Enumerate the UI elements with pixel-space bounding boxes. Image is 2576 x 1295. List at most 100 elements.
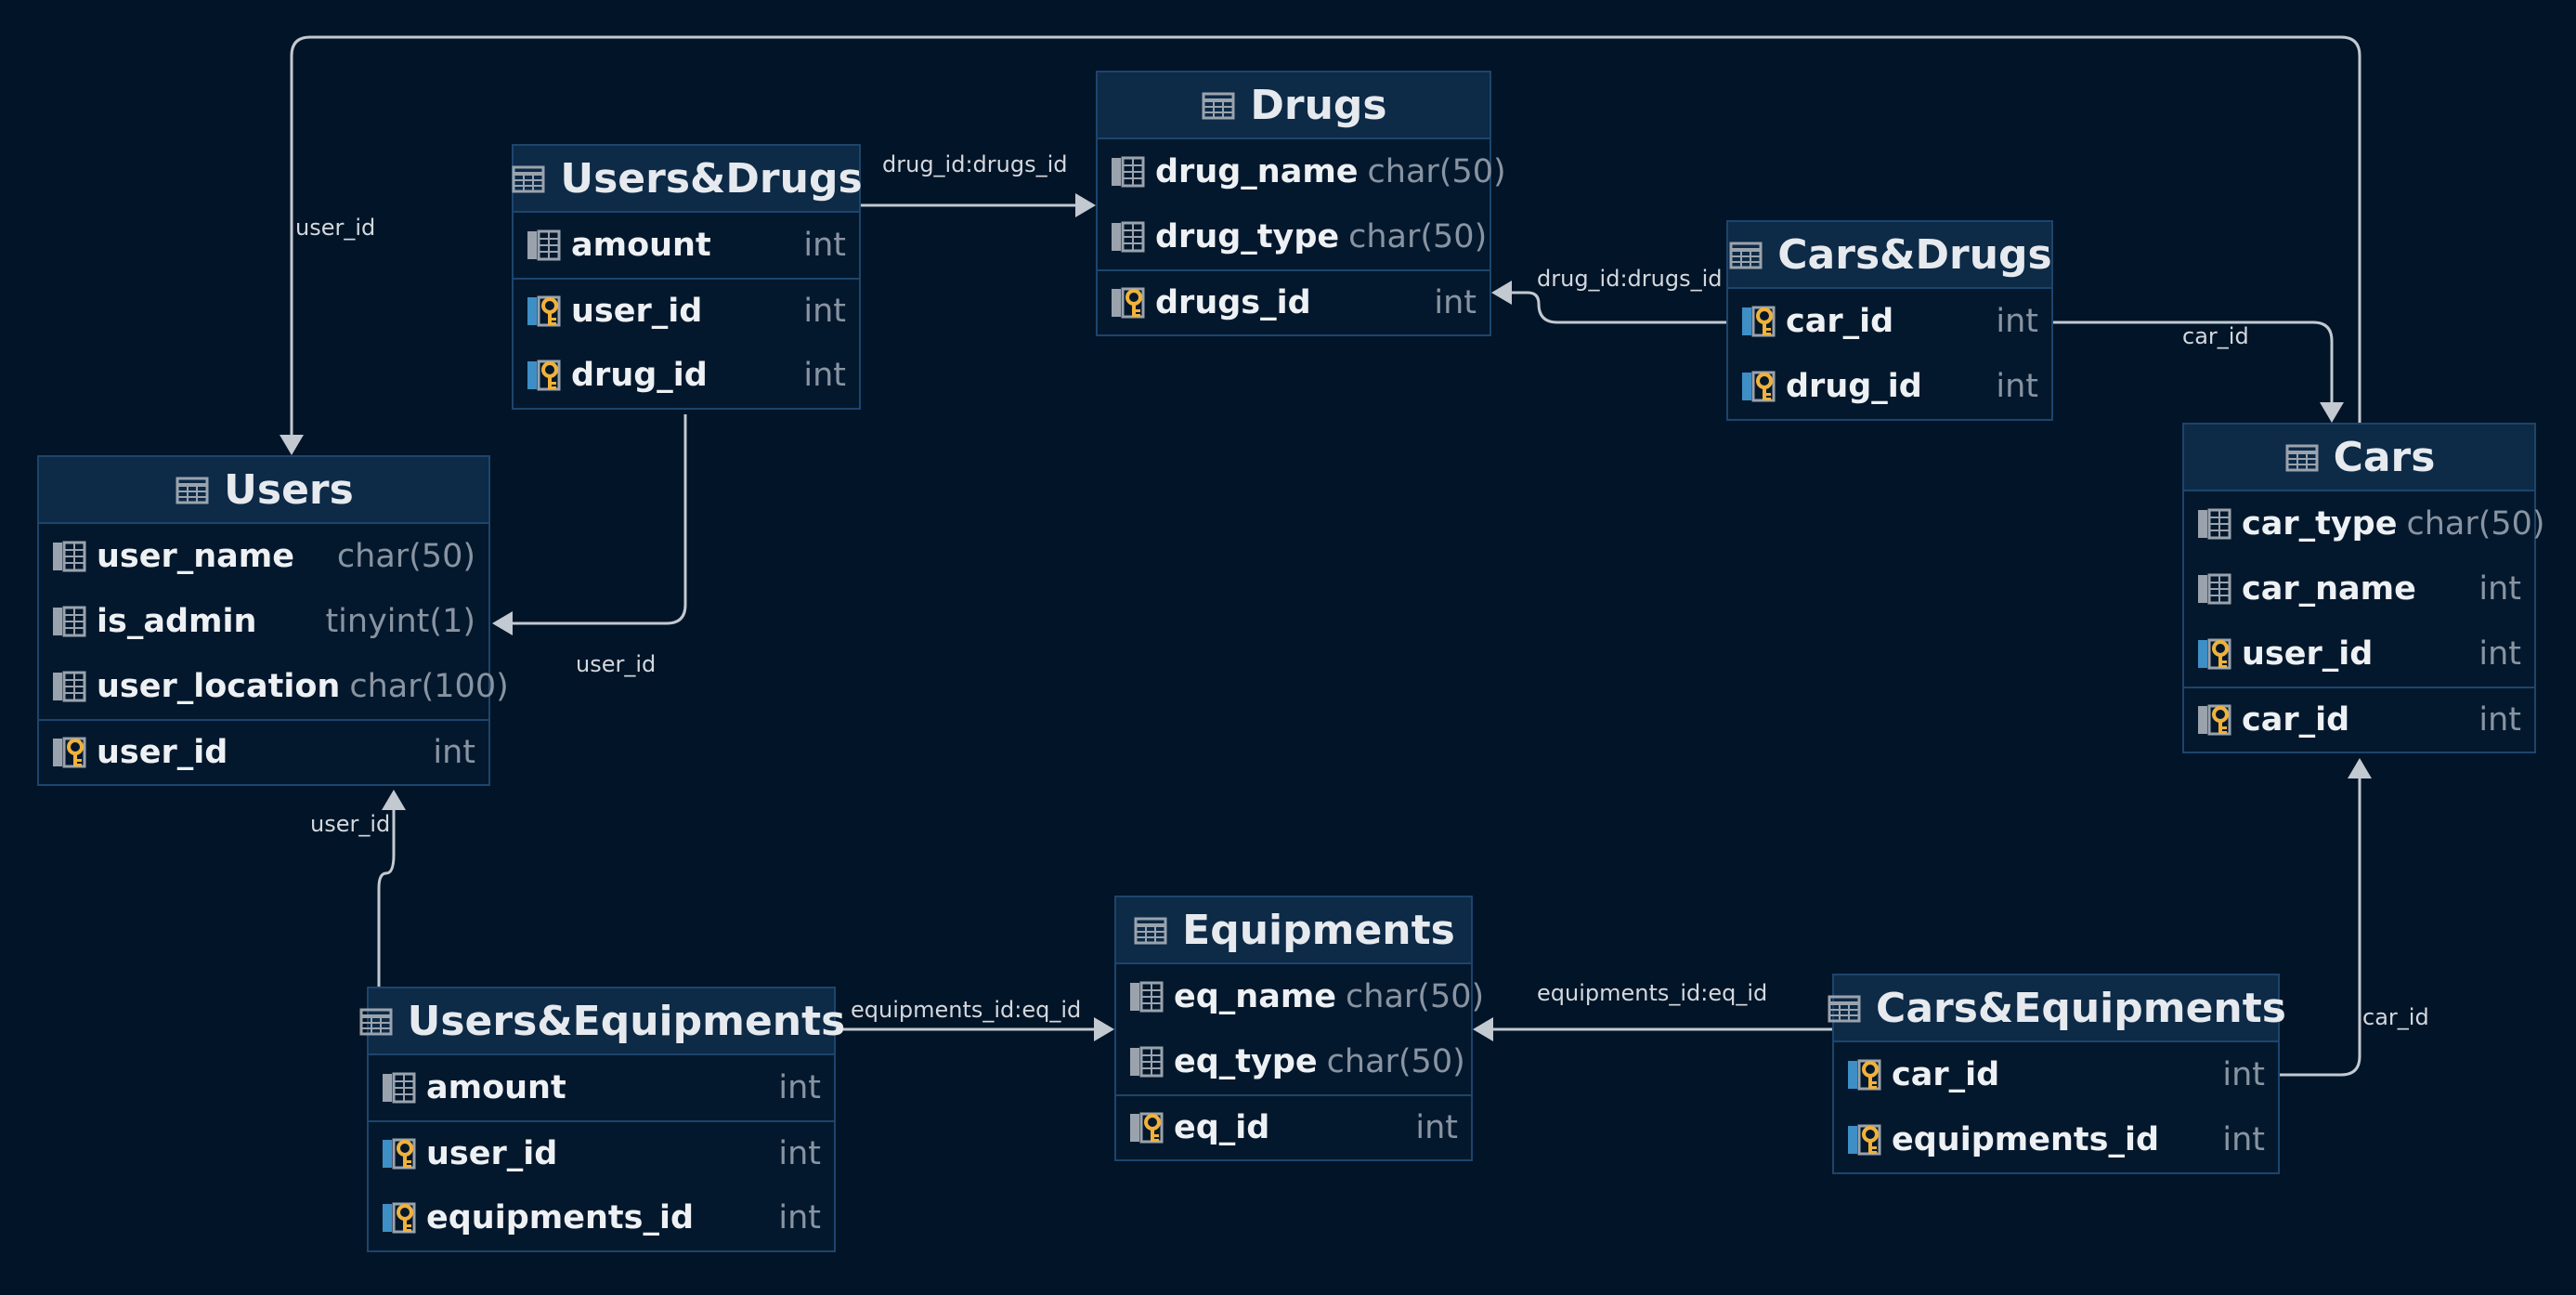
field-type: int [803,293,846,330]
field-type: int [2478,570,2521,608]
field-name: car_id [1892,1056,2000,1093]
foreign-key-icon [1739,303,1776,340]
field-name: user_id [571,293,703,330]
entity-title: Users&Drugs [560,154,863,203]
relationship-line-cars-drugs-to-drugs[interactable] [1512,291,1726,324]
field-name: user_id [2242,635,2374,673]
field-name: car_name [2242,570,2416,608]
field-type: int [2222,1056,2265,1093]
entity-header[interactable]: Equipments [1116,897,1471,964]
relationship-line-users-drugs-to-users[interactable] [511,414,687,625]
field-row-user-id[interactable]: user_id int [514,278,859,343]
entity-header[interactable]: Drugs [1098,72,1490,139]
relationship-line-cars-to-users[interactable] [290,35,2361,437]
table-icon [510,160,547,197]
entity-header[interactable]: Users&Drugs [512,146,863,213]
field-type: int [1434,284,1477,321]
field-type: int [803,357,846,394]
field-row-car-name[interactable]: car_name int [2184,556,2534,621]
field-name: amount [426,1069,566,1106]
field-name: car_id [1786,303,1894,340]
table-icon [174,471,211,508]
primary-key-icon [1127,1109,1164,1146]
field-row-drug-id[interactable]: drug_id int [514,343,859,408]
entity-header[interactable]: Cars [2184,425,2534,491]
column-icon [50,538,87,575]
field-name: drug_type [1155,218,1340,255]
arrowhead-icon [280,435,304,455]
field-type: char(50) [336,538,475,575]
foreign-key-icon [1739,368,1776,405]
relationship-line-cars-equipments-to-cars[interactable] [2280,777,2361,1077]
column-icon [525,227,562,264]
field-name: user_name [97,538,294,575]
foreign-key-icon [525,293,562,330]
arrowhead-icon [1075,193,1096,217]
field-type: int [803,227,846,264]
column-icon [1127,1043,1164,1080]
column-icon [1109,153,1146,190]
field-type: int [778,1135,821,1172]
table-icon [1200,86,1237,124]
entity-header[interactable]: Cars&Drugs [1727,222,2052,289]
arrowhead-icon [2320,402,2344,423]
field-name: drug_name [1155,153,1359,190]
column-icon [380,1069,417,1106]
field-name: user_location [97,668,341,705]
field-name: car_type [2242,505,2398,543]
field-row-car-id[interactable]: car_id int [1834,1042,2278,1107]
relationship-line-users-equipments-to-users[interactable] [377,808,396,987]
relationship-line-cars-drugs-to-cars[interactable] [2053,320,2334,404]
primary-key-icon [50,734,87,771]
field-name: drug_id [571,357,708,394]
table-icon [358,1002,395,1040]
field-name: drug_id [1786,368,1922,405]
entity-title: Users [224,465,354,514]
field-type: tinyint(1) [325,603,475,640]
entity-header[interactable]: Users&Equipments [359,988,845,1055]
primary-key-icon [2195,701,2232,739]
arrowhead-icon [492,611,513,635]
relationship-label: user_id [576,651,657,677]
column-icon [50,603,87,640]
entity-header[interactable]: Cars&Equipments [1828,975,2286,1042]
field-type: int [1996,303,2038,340]
field-row-car-id[interactable]: car_id int [1728,289,2051,354]
field-type: int [2478,701,2521,739]
table-icon [1727,236,1764,273]
primary-key-icon [1109,284,1146,321]
field-row-user-name[interactable]: user_name char(50) [39,524,488,589]
arrowhead-icon [382,790,406,810]
field-type: char(50) [1367,153,1506,190]
field-name: eq_id [1174,1109,1270,1146]
field-name: eq_name [1174,978,1337,1015]
entity-header[interactable]: Users [39,457,488,524]
